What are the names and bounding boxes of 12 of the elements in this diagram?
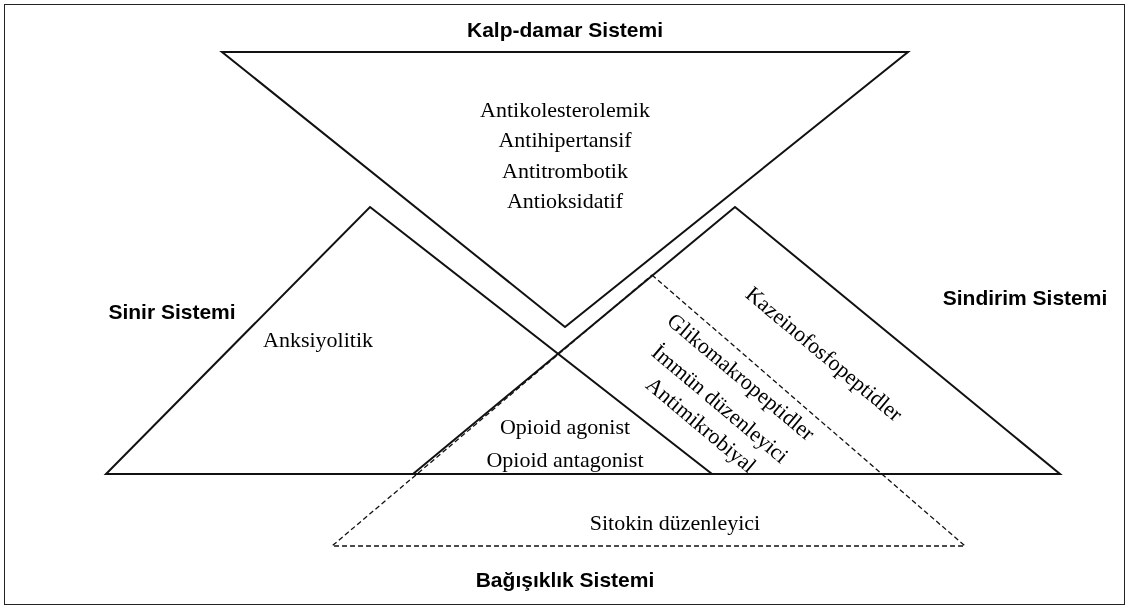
effect-label: Opioid antagonist xyxy=(486,449,644,471)
system-heading: Bağışıklık Sistemi xyxy=(475,568,655,592)
effect-label: Antitrombotik xyxy=(502,160,628,182)
system-heading: Kalp-damar Sistemi xyxy=(466,18,664,42)
system-heading: Sinir Sistemi xyxy=(108,300,236,324)
effect-label: Antihipertansif xyxy=(498,129,632,151)
system-heading: Sindirim Sistemi xyxy=(942,286,1108,310)
effect-label: Antioksidatif xyxy=(506,190,624,212)
effect-label: Antikolesterolemik xyxy=(480,99,650,121)
effect-label: Sitokin düzenleyici xyxy=(589,512,761,534)
effect-label: Opioid agonist xyxy=(499,416,631,438)
effect-label: Anksiyolitik xyxy=(263,329,373,351)
